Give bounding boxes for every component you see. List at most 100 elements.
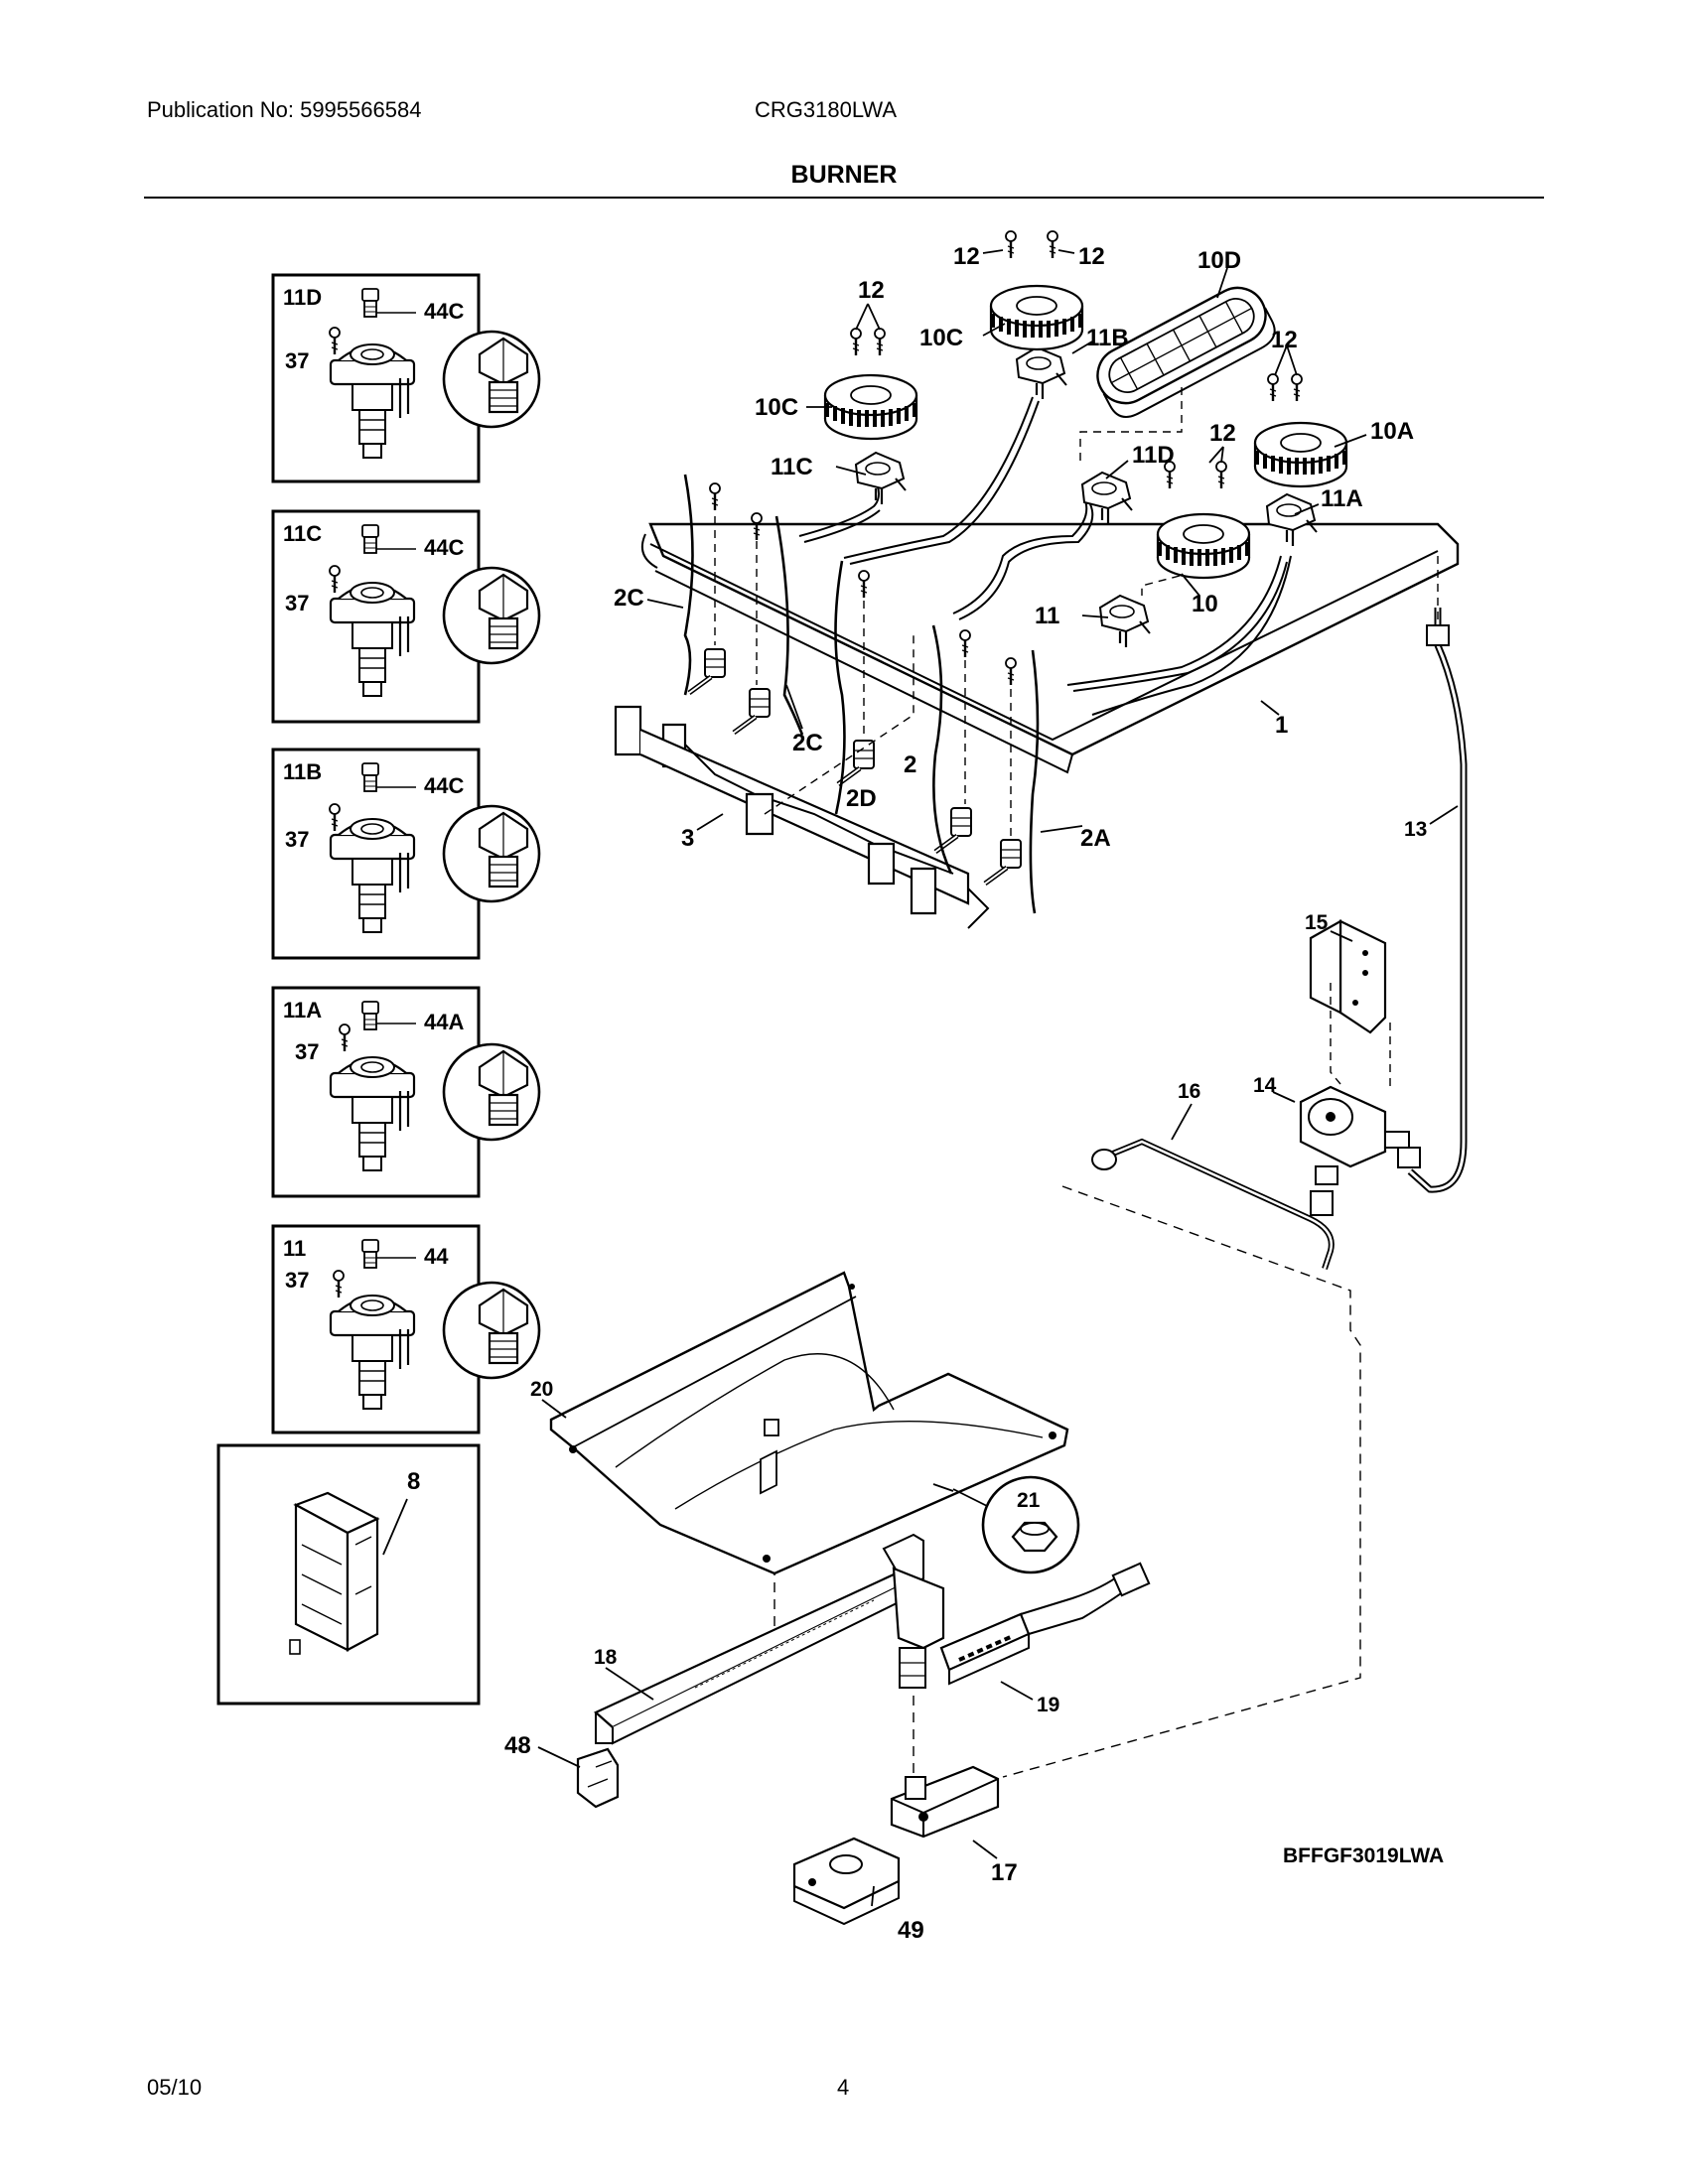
callout-labels-lower: 48 17 49 bbox=[504, 1732, 1018, 1944]
callout-2c-left: 2C bbox=[614, 585, 644, 612]
callout-3: 3 bbox=[681, 825, 694, 852]
callout-2c-mid: 2C bbox=[792, 730, 823, 756]
orifice-part bbox=[361, 762, 379, 792]
group-braces bbox=[683, 474, 1040, 914]
callout-11d: 11D bbox=[1132, 442, 1175, 469]
callout-12: 12 bbox=[858, 277, 885, 304]
inset-head-label: 11C bbox=[283, 521, 322, 546]
assembly-guides-regulator bbox=[1330, 983, 1391, 1092]
valve-2c-left bbox=[689, 649, 725, 693]
inset-11b: 11B 37 44C 47 bbox=[271, 748, 541, 960]
callout-10a: 10A bbox=[1370, 418, 1414, 445]
callout-13: 13 bbox=[1404, 818, 1427, 841]
burner-head-10c-left bbox=[823, 373, 918, 441]
inset-orifice-label: 44C bbox=[424, 535, 464, 560]
orifice-part bbox=[361, 1001, 379, 1030]
footer-date: 05/10 bbox=[147, 2075, 203, 2100]
callout-16: 16 bbox=[1178, 1080, 1200, 1103]
orifice-part bbox=[361, 524, 379, 554]
regulator-bracket-15 bbox=[1309, 919, 1387, 1034]
inset-head-label: 11 bbox=[283, 1236, 306, 1261]
manifold-pipe bbox=[641, 522, 1460, 774]
callout-11: 11 bbox=[1035, 603, 1059, 629]
callout-20: 20 bbox=[530, 1378, 553, 1401]
callout-10c-top: 10C bbox=[919, 325, 963, 351]
burner-head-10a bbox=[1253, 421, 1348, 488]
inset-screw-label: 37 bbox=[295, 1039, 319, 1064]
callout-2a: 2A bbox=[1080, 825, 1111, 852]
model-number: CRG3180LWA bbox=[755, 97, 898, 122]
burner-tubes bbox=[798, 396, 1292, 716]
gas-inlet-tube-13 bbox=[1397, 556, 1468, 1193]
assembly-guides-valves bbox=[714, 516, 1012, 836]
inset-head-label: 11B bbox=[283, 759, 322, 784]
callout-2d: 2D bbox=[846, 785, 877, 812]
inset-11a: 11A 37 44A 47 bbox=[271, 986, 541, 1198]
callout-15: 15 bbox=[1305, 911, 1329, 934]
inset-orifice-label: 44C bbox=[424, 299, 464, 324]
oven-igniter-19 bbox=[939, 1562, 1151, 1686]
screw-12-icon bbox=[1214, 460, 1228, 490]
pressure-regulator-14 bbox=[1299, 1085, 1410, 1185]
screw-12-icon bbox=[873, 327, 887, 357]
screw-12-icon bbox=[1266, 372, 1280, 403]
header-rule bbox=[144, 197, 1544, 199]
callout-21: 21 bbox=[1017, 1489, 1041, 1512]
callout-18: 18 bbox=[594, 1646, 618, 1669]
inset-orifice-label: 44 bbox=[424, 1244, 449, 1269]
screw-12-icon bbox=[1046, 229, 1059, 260]
callout-labels-small: 13 15 14 16 20 21 18 19 bbox=[530, 818, 1427, 1716]
bracket-48 bbox=[576, 1747, 620, 1809]
callout-10c-left: 10C bbox=[755, 394, 798, 421]
callout-10: 10 bbox=[1192, 591, 1218, 617]
inset-head-label: 11D bbox=[283, 285, 322, 310]
drawing-code: BFFGF3019LWA bbox=[1283, 1844, 1444, 1867]
callout-10d: 10D bbox=[1197, 247, 1241, 274]
burner-base-11c bbox=[854, 451, 908, 506]
screw-icon bbox=[708, 481, 722, 512]
flex-tube-16 bbox=[1091, 1138, 1335, 1270]
callout-12: 12 bbox=[1209, 420, 1236, 447]
callout-12: 12 bbox=[1078, 243, 1105, 270]
valve-2c-mid bbox=[734, 689, 770, 733]
callout-17: 17 bbox=[991, 1859, 1018, 1886]
ignitor-label: 8 bbox=[407, 1468, 420, 1495]
burner-base-11d bbox=[1080, 471, 1134, 526]
inset-head-label: 11A bbox=[283, 998, 322, 1023]
nut-detail-21 bbox=[932, 1475, 1080, 1574]
inset-orifice-label: 44C bbox=[424, 773, 464, 798]
heat-shield-20 bbox=[549, 1271, 1069, 1575]
burner-head-10 bbox=[1156, 512, 1251, 580]
callout-49: 49 bbox=[898, 1917, 924, 1944]
ignitor-module-part bbox=[289, 1491, 380, 1655]
burner-head-10c-top bbox=[989, 284, 1084, 351]
inset-screw-label: 37 bbox=[285, 348, 309, 373]
manifold-bracket bbox=[614, 705, 990, 929]
callout-12: 12 bbox=[1271, 327, 1298, 353]
valve-2a bbox=[985, 840, 1021, 884]
inset-11d: 11D 37 44C 47 bbox=[271, 273, 541, 483]
inset-screw-label: 37 bbox=[285, 1268, 309, 1293]
callout-11c: 11C bbox=[771, 454, 813, 480]
publication-number: Publication No: 5995566584 bbox=[147, 97, 422, 122]
callout-2: 2 bbox=[904, 751, 916, 778]
callout-11a: 11A bbox=[1321, 485, 1363, 512]
leader-lines bbox=[537, 249, 1459, 1907]
footer-page-number: 4 bbox=[837, 2075, 850, 2100]
valve-bracket-49 bbox=[792, 1837, 901, 1926]
assembly-guides-lower bbox=[774, 1185, 1361, 1778]
oven-safety-valve-17 bbox=[890, 1765, 1000, 1839]
oven-burner-tube-18 bbox=[594, 1533, 945, 1745]
callout-48: 48 bbox=[504, 1732, 531, 1759]
screw-12-icon bbox=[849, 327, 863, 357]
oval-burner-10d bbox=[1096, 286, 1276, 418]
orifice-part bbox=[361, 1239, 379, 1269]
orifice-part bbox=[361, 288, 379, 318]
inset-frame bbox=[216, 1443, 481, 1706]
screw-12-icon bbox=[1004, 229, 1018, 260]
inset-orifice-label: 44A bbox=[424, 1010, 464, 1034]
callout-19: 19 bbox=[1037, 1694, 1059, 1716]
inset-11c: 11C 37 44C 47 bbox=[271, 509, 541, 724]
callout-11b: 11B bbox=[1086, 325, 1129, 351]
